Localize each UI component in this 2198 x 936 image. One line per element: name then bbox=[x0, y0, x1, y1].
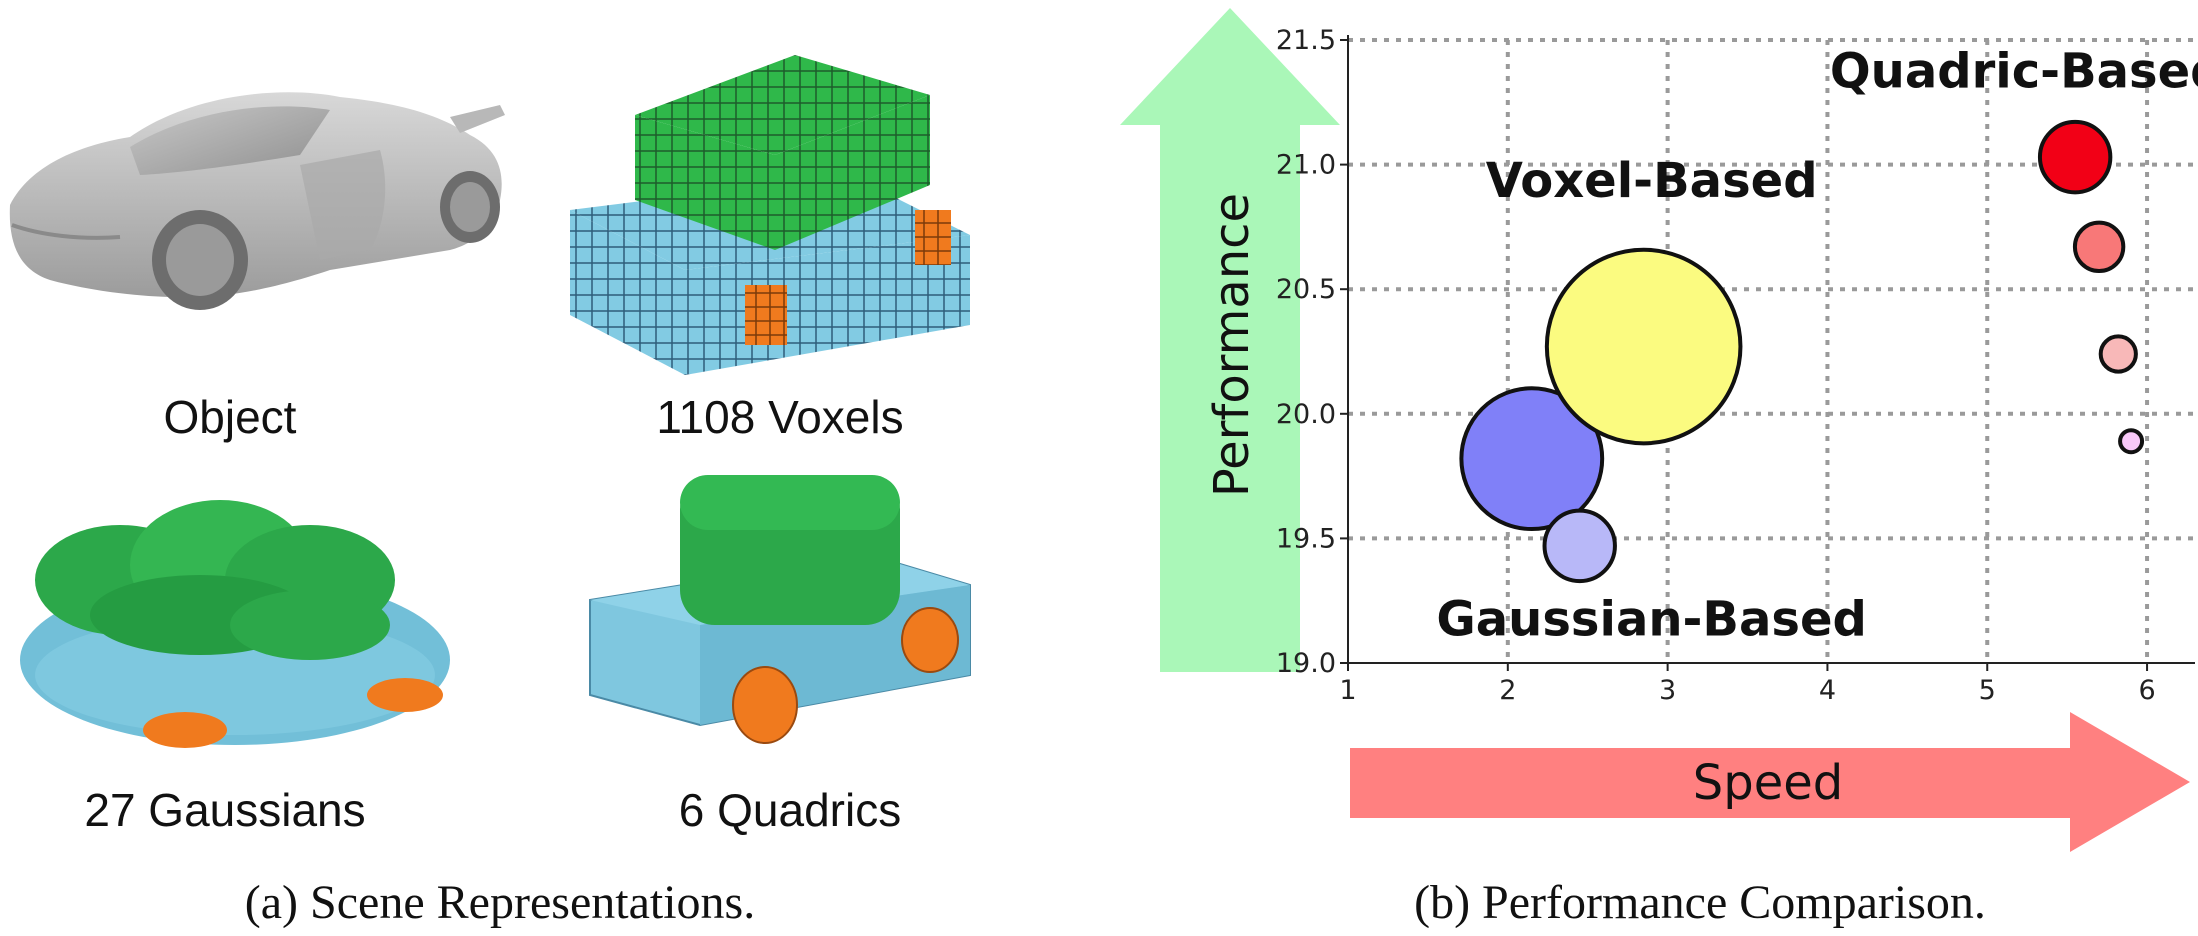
x-tick-label: 5 bbox=[1979, 675, 1996, 706]
plot-ticks: 1 2 3 4 5 6 19.0 19.5 20.0 20.5 21.0 21.5 bbox=[1276, 25, 2156, 706]
plot-axes bbox=[1347, 35, 2195, 664]
y-tick-label: 21.0 bbox=[1276, 150, 1336, 181]
y-tick-label: 20.0 bbox=[1276, 399, 1336, 430]
group-label: Quadric-Based bbox=[1830, 43, 2198, 99]
performance-arrow-label: Performance bbox=[1204, 193, 1260, 497]
bubble-chart: Performance Speed 1 2 3 4 5 6 19.0 19.5 20.0 20.5… bbox=[1120, 8, 2198, 852]
group-label: Gaussian-Based bbox=[1436, 592, 1867, 648]
x-tick-label: 3 bbox=[1659, 675, 1676, 706]
gaussians-label: 27 Gaussians bbox=[84, 784, 366, 836]
object-label: Object bbox=[163, 391, 297, 443]
x-tick-label: 1 bbox=[1339, 675, 1356, 706]
plot-points bbox=[1459, 119, 2145, 584]
bubble-point bbox=[1542, 508, 1617, 584]
x-tick-label: 4 bbox=[1819, 675, 1836, 706]
x-tick-label: 6 bbox=[2138, 675, 2155, 706]
y-tick-label: 21.5 bbox=[1276, 25, 1336, 56]
plot-grid bbox=[1348, 38, 2195, 663]
y-tick-label: 19.0 bbox=[1276, 648, 1336, 679]
car-object-illustration bbox=[9, 92, 505, 310]
bubble-point bbox=[2072, 220, 2126, 274]
voxels-label: 1108 Voxels bbox=[656, 391, 904, 443]
performance-arrow bbox=[1120, 8, 1340, 672]
bubble-point bbox=[2037, 119, 2113, 195]
speed-arrow bbox=[1350, 712, 2190, 852]
panel-a-caption: (a) Scene Representations. bbox=[244, 876, 756, 929]
bubble-point bbox=[2098, 334, 2138, 374]
panel-b-caption: (b) Performance Comparison. bbox=[1414, 876, 1986, 929]
bubble-point bbox=[2118, 428, 2145, 455]
bubble-point bbox=[1459, 386, 1605, 532]
quadrics-label: 6 Quadrics bbox=[678, 784, 902, 836]
quadric-illustration bbox=[589, 475, 971, 744]
bubble-point bbox=[1544, 247, 1743, 446]
performance-comparison-panel: Performance Speed 1 2 3 4 5 6 19.0 19.5 20.0 20.5… bbox=[1110, 0, 2198, 929]
voxel-illustration bbox=[570, 55, 970, 375]
group-label: Voxel-Based bbox=[1486, 153, 1818, 209]
x-tick-label: 2 bbox=[1499, 675, 1516, 706]
speed-arrow-label: Speed bbox=[1693, 755, 1843, 811]
y-tick-label: 20.5 bbox=[1276, 274, 1336, 305]
gaussian-illustration bbox=[20, 500, 450, 748]
y-tick-label: 19.5 bbox=[1276, 523, 1336, 554]
